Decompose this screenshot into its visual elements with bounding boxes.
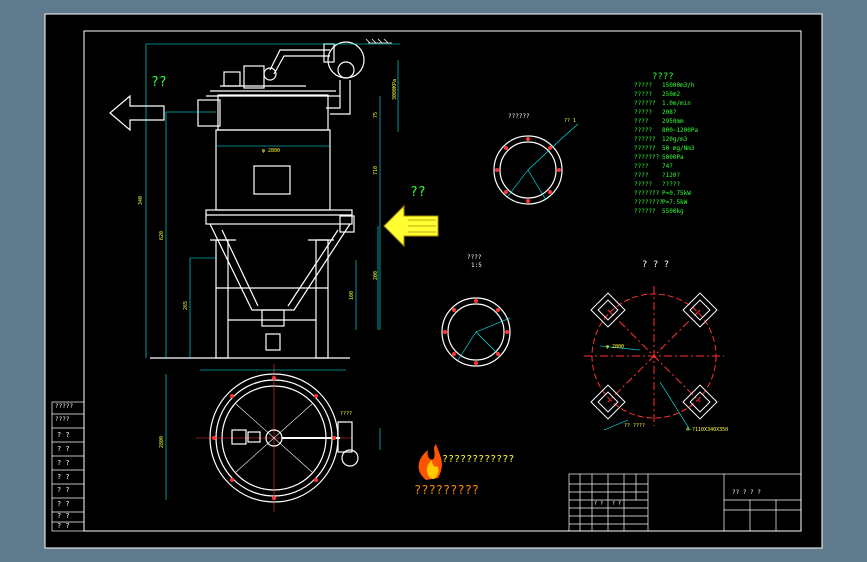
plan-dimensions <box>165 369 381 500</box>
spec-value: 15000m3/h <box>662 82 695 89</box>
brand-chars: ???????????? <box>442 454 515 465</box>
title-block-cell: ? ? <box>594 501 604 507</box>
section-a-view <box>493 123 579 205</box>
spec-key: ?????? <box>634 208 656 215</box>
spec-value: ????? <box>662 181 681 188</box>
spec-key: ???? <box>634 118 649 125</box>
body-diameter-label: φ 2800 <box>262 148 281 154</box>
title-block-right: ?? ? ? ? <box>732 489 761 496</box>
section-b-label: ???? <box>467 254 482 261</box>
spec-key: ?????? <box>634 145 656 152</box>
specs-title: ???? <box>652 72 674 82</box>
svg-text:75: 75 <box>373 112 379 118</box>
spec-value: 50 mg/Nm3 <box>662 145 695 152</box>
foundation-note: 4-?110X340X350 <box>686 427 729 433</box>
svg-text:340: 340 <box>138 196 144 205</box>
left-panel-cell: ? ? <box>57 459 70 467</box>
spec-key: ???????? <box>634 199 663 206</box>
spec-key: ??????? <box>634 154 660 161</box>
spec-value: 208? <box>662 109 677 116</box>
title-block-cell: ? ? <box>612 501 622 507</box>
mounting-hatch <box>365 38 392 44</box>
spec-value: ?120? <box>662 172 681 179</box>
flame-logo-icon <box>418 444 442 480</box>
spec-value: 5500kg <box>662 208 684 215</box>
spec-key: ????? <box>634 109 653 116</box>
spec-key: ???? <box>634 172 649 179</box>
outlet-arrow-icon <box>109 94 165 132</box>
left-panel-cell: ? ? <box>57 522 70 530</box>
left-panel-cell: ? ? <box>57 486 70 494</box>
left-panel-cell: ? ? <box>57 473 70 481</box>
spec-value: P=0.75kW <box>662 190 691 197</box>
left-panel-cell: ? ? <box>57 445 70 453</box>
spec-value: P=7.5kW <box>662 199 688 206</box>
spec-value: 800~1200Pa <box>662 127 699 134</box>
spec-value: 74? <box>662 163 673 170</box>
inlet-label: ?? <box>410 185 426 200</box>
section-a-mark: ?? 1 <box>564 118 577 124</box>
plan-side-label: ???? <box>340 411 353 417</box>
spec-value: 2950mm <box>662 118 684 125</box>
spec-key: ????? <box>634 82 653 89</box>
svg-text:3000KPa: 3000KPa <box>392 79 398 100</box>
title-block <box>568 473 802 532</box>
left-panel-cell: ? ? <box>57 500 70 508</box>
elevation-dim-values: 340 620 265 3000KPa 710 200 100 75 <box>138 79 398 310</box>
spec-key: ???? <box>634 163 649 170</box>
section-b-scale: 1:5 <box>471 262 482 269</box>
foundation-title: ? ? ? <box>642 260 670 270</box>
drawing-frame <box>83 30 802 532</box>
section-a-label: ?????? <box>508 113 530 120</box>
spec-key: ?????? <box>634 100 656 107</box>
spec-value: 1.0m/min <box>662 100 691 107</box>
elevation-view <box>150 41 365 359</box>
inlet-arrow-icon <box>383 204 439 248</box>
foundation-diameter-text: φ 2800 <box>606 344 624 350</box>
section-a-bolts <box>495 137 561 203</box>
svg-text:265: 265 <box>183 301 189 310</box>
spec-key: ????? <box>634 91 653 98</box>
svg-text:100: 100 <box>349 291 355 300</box>
plan-red-marks <box>212 376 336 500</box>
left-panel-cell: ???? <box>55 416 70 423</box>
spec-key: ??????? <box>634 190 660 197</box>
brand-subtitle: ????????? <box>414 483 480 497</box>
spec-value: 5000Pa <box>662 154 684 161</box>
left-panel-cell: ????? <box>55 403 74 410</box>
left-info-panel <box>51 401 85 532</box>
left-panel-cell: ? ? <box>57 512 70 520</box>
svg-text:200: 200 <box>373 271 379 280</box>
spec-value: 250m2 <box>662 91 681 98</box>
spec-key: ?????? <box>634 136 656 143</box>
elevation-dimensions <box>145 43 400 358</box>
spec-value: 120g/m3 <box>662 136 688 143</box>
left-panel-cell: ? ? <box>57 431 70 439</box>
spec-key: ????? <box>634 127 653 134</box>
section-b-bolts <box>443 299 509 365</box>
foundation-label: ?? ???? <box>624 423 646 429</box>
outlet-label: ?? <box>151 75 167 90</box>
section-b-view <box>441 297 511 367</box>
svg-text:710: 710 <box>373 166 379 175</box>
spec-key: ????? <box>634 181 653 188</box>
svg-text:620: 620 <box>159 231 165 240</box>
foundation-view <box>584 286 724 431</box>
plan-dim-value: 2800 <box>159 436 165 448</box>
